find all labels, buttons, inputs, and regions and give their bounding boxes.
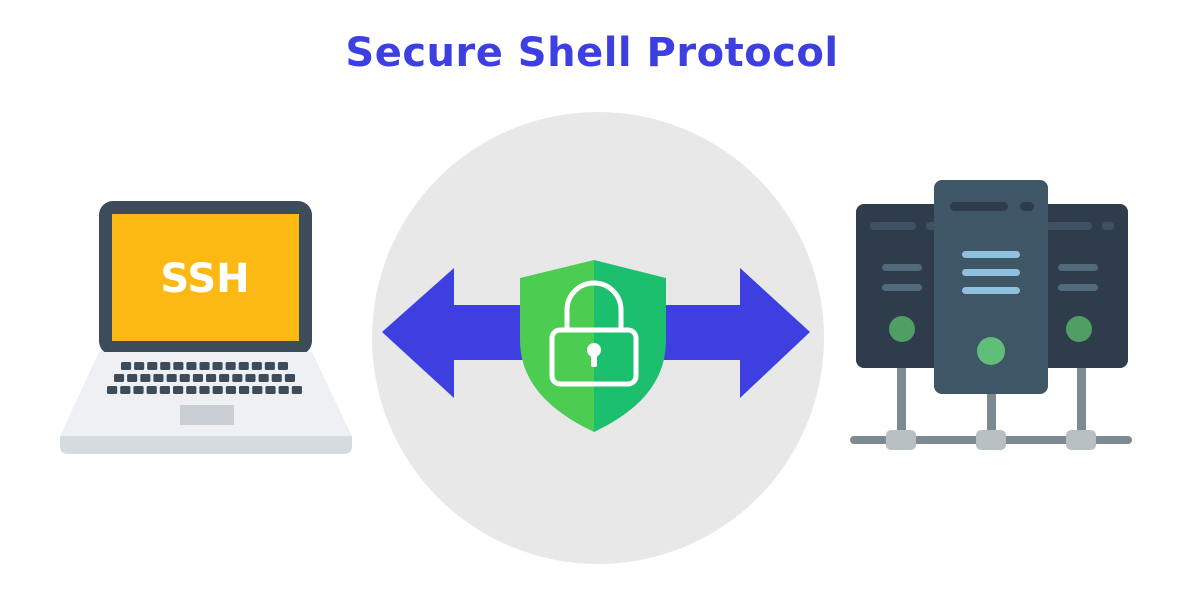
server-led [1066, 316, 1092, 342]
keyboard-key [264, 362, 275, 370]
keyboard-key [225, 386, 236, 394]
keyboard-key [127, 374, 138, 382]
keyboard-key [278, 386, 289, 394]
keyboard-key [271, 374, 282, 382]
keyboard-key [153, 374, 164, 382]
keyboard [107, 362, 302, 394]
keyboard-key [206, 374, 217, 382]
keyboard-key [107, 386, 118, 394]
server-led [977, 337, 1005, 365]
lock-icon [549, 280, 639, 387]
keyboard-key [199, 386, 210, 394]
server-rack-icon [850, 180, 1132, 450]
page-title: Secure Shell Protocol [345, 30, 839, 76]
keyboard-key [239, 386, 250, 394]
keyboard-key [252, 386, 263, 394]
keyboard-key [291, 386, 302, 394]
keyhole-icon [587, 343, 601, 367]
keyboard-key [225, 362, 236, 370]
keyboard-key [251, 362, 262, 370]
keyboard-key [186, 386, 197, 394]
keyboard-key [120, 386, 131, 394]
keyboard-key [160, 362, 171, 370]
keyboard-key [212, 362, 223, 370]
keyboard-key [186, 362, 197, 370]
keyboard-key [121, 362, 132, 370]
keyboard-key [265, 386, 276, 394]
keyboard-key [173, 362, 184, 370]
keyboard-key [212, 386, 223, 394]
keyboard-key [147, 362, 158, 370]
keyboard-key [166, 374, 177, 382]
network-connector [886, 430, 916, 450]
keyboard-key [140, 374, 151, 382]
keyboard-key [245, 374, 256, 382]
network-connector [1066, 430, 1096, 450]
laptop-icon: SSH [60, 201, 352, 454]
keyboard-key [199, 362, 210, 370]
keyboard-key [159, 386, 170, 394]
keyboard-key [114, 374, 125, 382]
keyboard-key [146, 386, 157, 394]
keyboard-key [284, 374, 295, 382]
keyboard-key [173, 386, 184, 394]
keyboard-key [192, 374, 203, 382]
keyboard-key [277, 362, 288, 370]
network-connector [976, 430, 1006, 450]
laptop-screen-label: SSH [160, 256, 249, 302]
keyboard-key [238, 362, 249, 370]
keyboard-key [134, 362, 145, 370]
shield-lock-icon [520, 260, 666, 432]
keyboard-key [179, 374, 190, 382]
server-led [889, 316, 915, 342]
keyboard-key [258, 374, 269, 382]
keyboard-key [219, 374, 230, 382]
keyboard-key [133, 386, 144, 394]
touchpad [180, 405, 234, 425]
keyboard-key [232, 374, 243, 382]
